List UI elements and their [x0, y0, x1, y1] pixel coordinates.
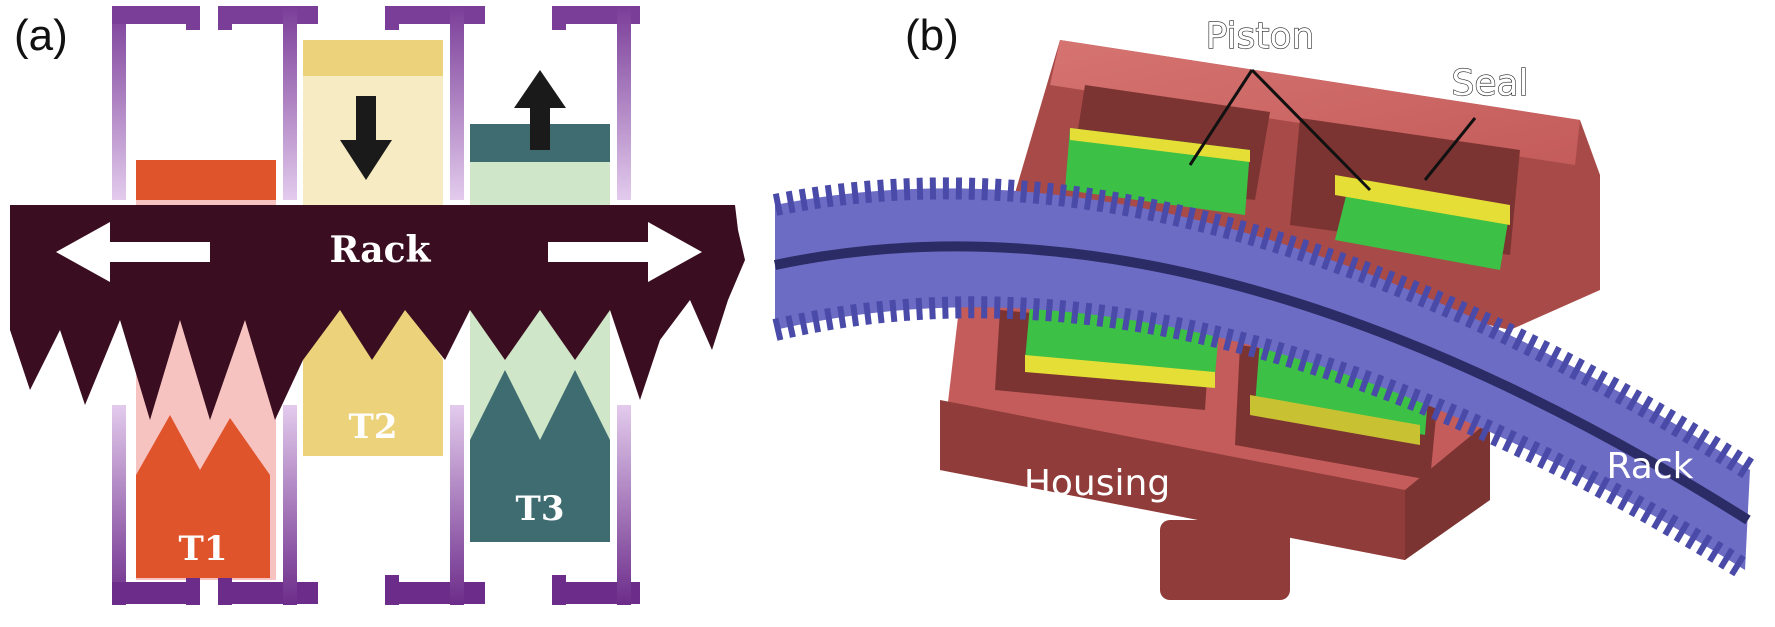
frame-top	[112, 6, 640, 200]
panel-a: (a)	[10, 6, 745, 605]
left-arrow-icon	[56, 222, 210, 282]
piston-leader-2	[1250, 68, 1372, 192]
up-arrow-icon	[514, 70, 566, 150]
cylinder-2-empty	[303, 456, 443, 578]
down-arrow-icon	[340, 96, 392, 180]
seal-leader	[1423, 117, 1477, 181]
seal-label: Seal	[1451, 63, 1528, 104]
tooth-1-label: T1	[179, 529, 228, 569]
cylinder-1-piston-top	[136, 160, 276, 200]
rack-b	[772, 177, 1756, 580]
rack-label-b: Rack	[1607, 446, 1694, 487]
panel-a-label: (a)	[14, 11, 68, 60]
tooth-1	[136, 415, 270, 578]
panel-b-label: (b)	[905, 11, 959, 60]
frame-bottom	[112, 405, 640, 605]
piston-upper-left	[1065, 128, 1250, 215]
right-arrow-icon	[548, 222, 702, 282]
tooth-2	[303, 300, 443, 456]
piston-leader-1	[1188, 69, 1254, 166]
housing-label: Housing	[1024, 463, 1170, 504]
cylinder-3-empty	[470, 542, 610, 578]
cylinder-2-piston-top	[303, 40, 443, 76]
tooth-3-label: T3	[516, 489, 565, 529]
piston-label: Piston	[1206, 16, 1315, 57]
tooth-2-label: T2	[349, 407, 398, 447]
rack-label-a: Rack	[330, 229, 432, 271]
piston-upper-right	[1335, 175, 1510, 270]
panel-b: (b)	[772, 11, 1756, 600]
tooth-3	[470, 370, 610, 542]
